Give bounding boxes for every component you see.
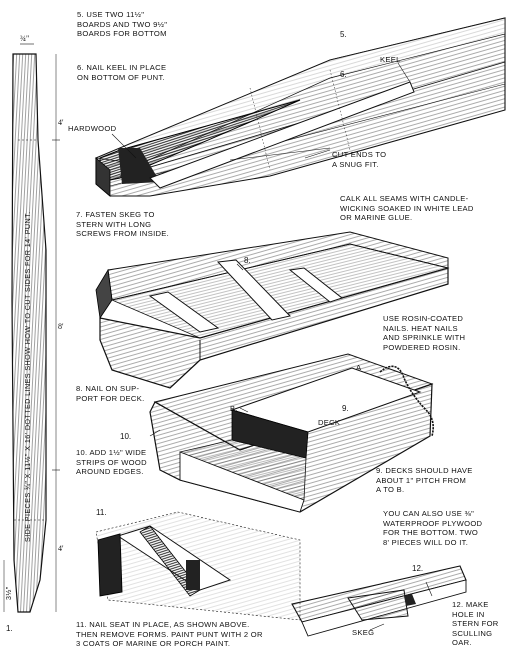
step-7-text: 7. FASTEN SKEG TO STERN WITH LONG SCREWS… [76,210,170,239]
nails-note: USE ROSIN-COATED NAILS. HEAT NAILS AND S… [383,314,466,352]
dimension-4ft-lower: 4' [58,544,64,553]
skeg-label: SKEG [352,628,375,637]
step-8-text: 8. NAIL ON SUP- PORT FOR DECK. [76,384,145,403]
step-5-text: 5. USE TWO 11½" BOARDS AND TWO 9½" BOARD… [77,10,168,39]
caulk-note: CALK ALL SEAMS WITH CANDLE- WICKING SOAK… [340,194,474,223]
point-b-label: B. [230,404,238,413]
point-a-label: A [356,363,362,372]
figure-9-number: 9. [342,404,349,413]
step-6-text: 6. NAIL KEEL IN PLACE ON BOTTOM OF PUNT. [77,63,167,82]
step-12-text: 12. MAKE HOLE IN STERN FOR SCULLING OAR. [452,600,499,648]
figure-10-number: 10. [120,432,132,441]
figure-1-number: 1. [6,624,13,633]
keel-label: KEEL [380,55,401,64]
dimension-3-half: 3½" [4,586,13,600]
side-pieces-note: SIDE PIECES ¾" X 11½" X 16' DOTTED LINES… [23,211,32,542]
stern-figure [291,565,467,637]
step-9-text: 9. DECKS SHOULD HAVE ABOUT 1" PITCH FROM… [376,466,473,495]
cut-ends-label: CUT ENDS TO A SNUG FIT. [332,150,387,169]
step-11-text: 11. NAIL SEAT IN PLACE, AS SHOWN ABOVE. … [76,620,263,649]
figure-11-number: 11. [96,508,107,517]
dimension-4ft-upper: 4' [58,118,64,127]
figure-5-number: 5. [340,30,347,39]
bottom-boards-figure [94,17,506,197]
figure-12-number: 12. [412,564,424,573]
deck-label: DECK [318,418,341,427]
figure-8-number: 8. [244,256,251,265]
figure-6-number: 6. [340,70,347,79]
hardwood-label: HARDWOOD [68,124,117,133]
seat-figure [95,511,301,621]
dimension-top: ¾" [20,34,30,43]
side-piece-figure [3,43,60,613]
decked-hull-figure [149,353,434,513]
plywood-note: YOU CAN ALSO USE ⅜" WATERPROOF PLYWOOD F… [383,509,483,547]
step-10-text: 10. ADD 1½" WIDE STRIPS OF WOOD AROUND E… [76,448,147,477]
open-hull-figure [95,231,450,389]
dimension-8ft: 8' [58,322,64,331]
